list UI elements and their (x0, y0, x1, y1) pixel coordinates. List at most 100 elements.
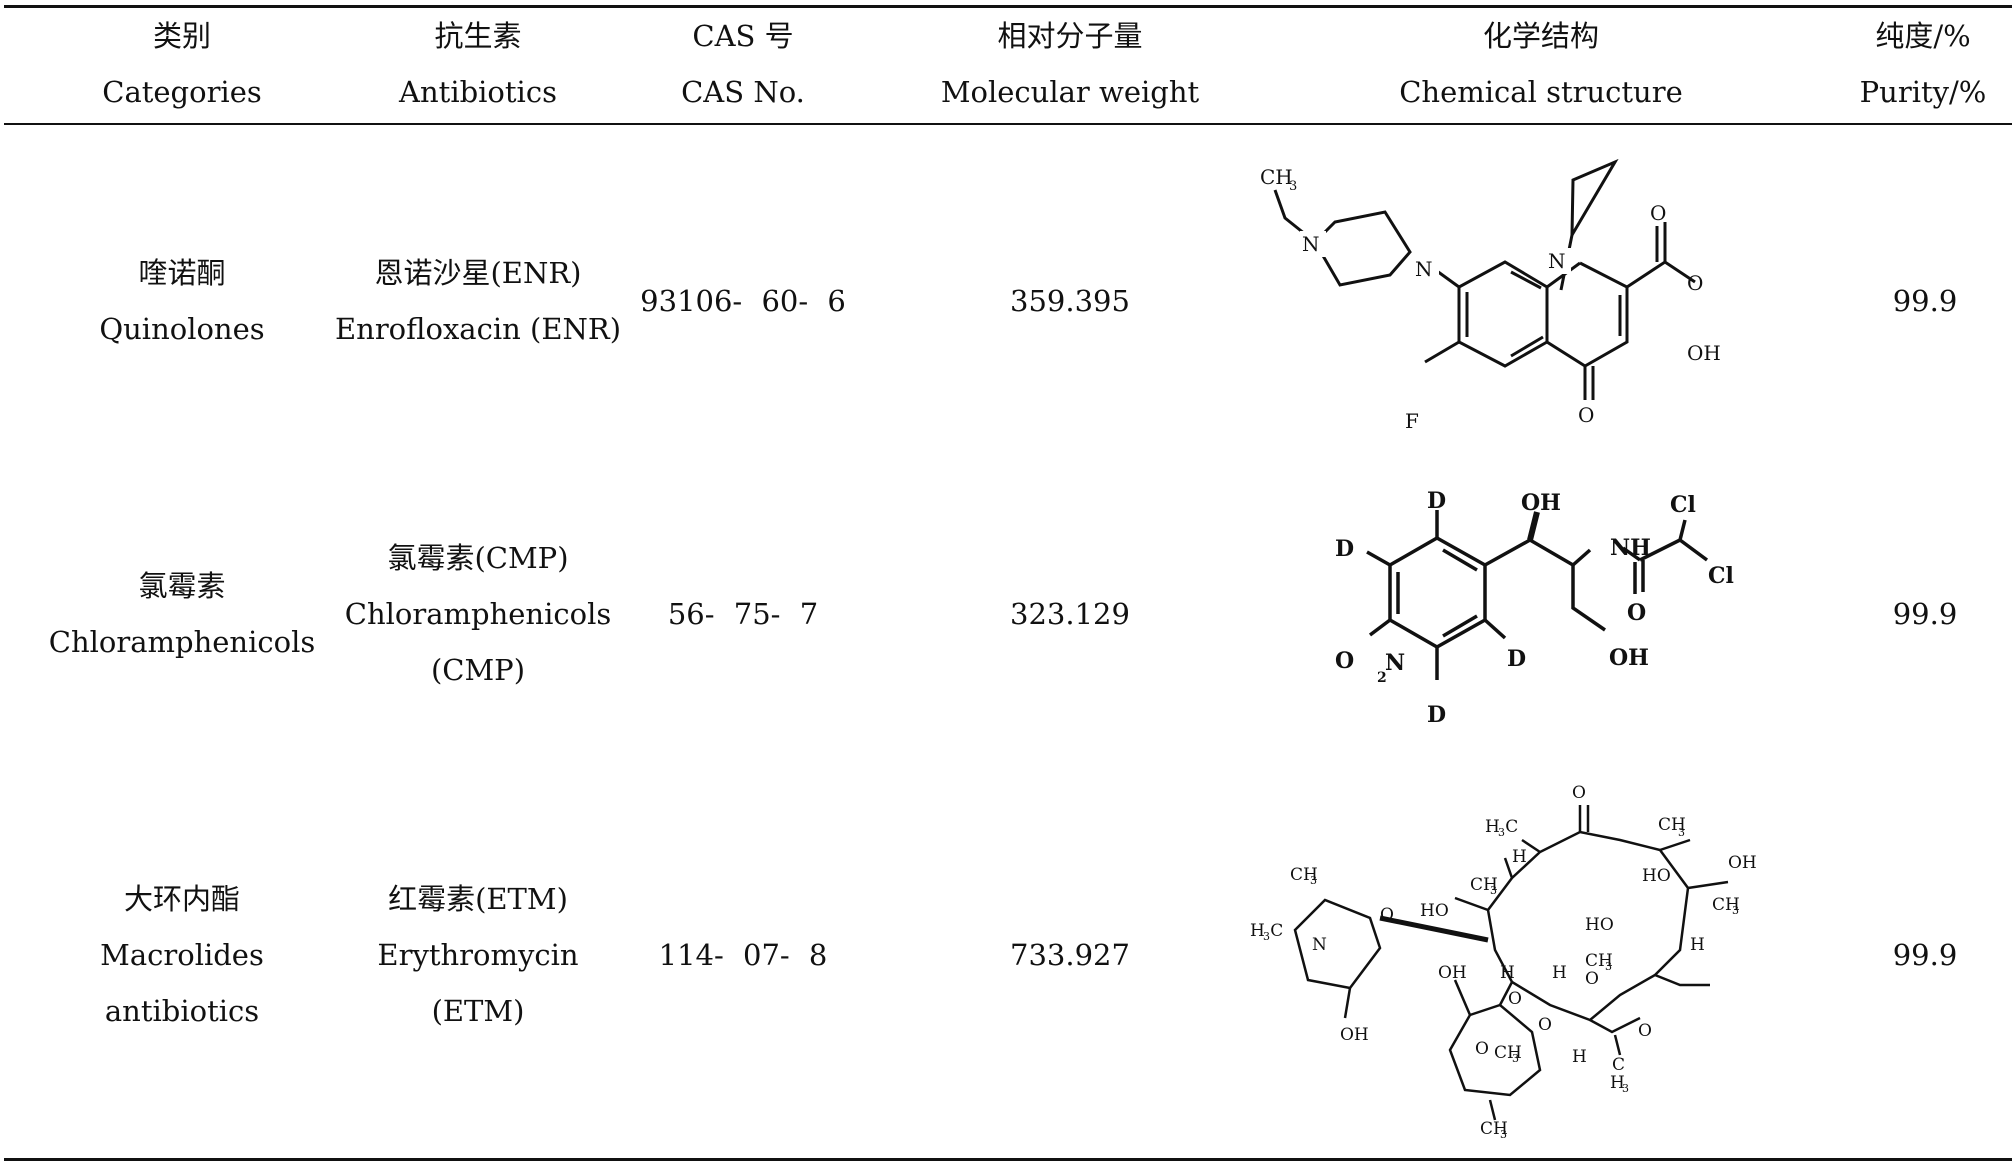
cladinose-substituent-bonds (1453, 979, 1497, 1121)
enrofloxacin-structure: N N N CH 3 F O OH O O (1260, 158, 1721, 433)
atom-o-desosamine: O (1380, 905, 1394, 925)
table-header-rule (4, 123, 2012, 125)
atom-h3-bottom: H (1610, 1073, 1625, 1093)
header-molecular-weight: 相对分子量 Molecular weight (941, 8, 1199, 120)
atom-o-amide: O (1627, 600, 1646, 626)
row3-antibiotic-cn: 红霉素(ETM) (388, 882, 568, 916)
header-cas-cn: CAS 号 (692, 19, 794, 53)
row1-antibiotic: 恩诺沙星(ENR) Enrofloxacin (ENR) (335, 245, 621, 357)
macrolactone-ring (1486, 830, 1690, 1022)
row3-category-cn: 大环内酯 (123, 882, 240, 916)
atom-o-lactone-carbonyl: O (1638, 1021, 1652, 1041)
table-bottom-rule (4, 1158, 2012, 1161)
atom-nitro-subscript: 2 (1377, 670, 1387, 686)
atom-n-piperazine-4: N (1415, 257, 1433, 281)
oh-wedge-bond (1527, 511, 1540, 541)
header-struct-cn: 化学结构 (1482, 19, 1600, 53)
amide-bonds (1621, 546, 1645, 594)
row3-antibiotic-en: Erythromycin (377, 938, 579, 972)
atom-h-bottom: H (1572, 1047, 1587, 1067)
nitro-bond (1368, 618, 1392, 637)
header-antibiotics-cn: 抗生素 (434, 19, 522, 53)
atom-oh-top: OH (1521, 490, 1561, 516)
header-mw-en: Molecular weight (940, 75, 1200, 109)
desosamine-ring (1293, 898, 1382, 990)
atom-d-right: D (1507, 646, 1526, 672)
header-antibiotics-en: Antibiotics (399, 75, 557, 109)
atom-d-bottom: D (1427, 702, 1446, 728)
atom-h-lower: H (1500, 963, 1515, 983)
atom-ch3-cladinose: CH (1480, 1119, 1508, 1139)
row3-category-en: Macrolides (100, 938, 264, 972)
atom-ch3-subscript: 3 (1289, 179, 1297, 194)
atom-o-lactone: O (1585, 969, 1599, 989)
row2-category-cn: 氯霉素 (138, 569, 226, 603)
benzene-double-bonds (1465, 270, 1544, 358)
atom-ch3-inner-sub: 3 (1605, 960, 1612, 973)
atom-oh-cladinose: OH (1438, 963, 1467, 983)
header-categories: 类别 Categories (102, 8, 262, 120)
row3-category: 大环内酯 Macrolides antibiotics (100, 871, 264, 1039)
atom-ch3-right: CH (1712, 895, 1740, 915)
atom-c-bottom: C (1612, 1055, 1625, 1075)
lactone-bonds (1589, 1016, 1641, 1056)
row1-category-cn: 喹诺酮 (138, 256, 226, 290)
atom-nitro-n: N (1385, 650, 1405, 676)
atom-o-carboxyl: O (1687, 271, 1703, 295)
header-categories-en: Categories (102, 75, 262, 109)
atom-h-inner: H (1552, 963, 1567, 983)
atom-o-glycosidic: O (1538, 1015, 1552, 1035)
glycosidic-bond-2 (1498, 981, 1514, 1006)
benzene-ring (1457, 260, 1548, 368)
carboxyl-bonds (1626, 222, 1696, 289)
row2-cas: 56- 75- 7 (667, 597, 819, 631)
atom-o-ketone: O (1578, 403, 1594, 427)
erythromycin-structure: O H C 3 CH 3 OH CH 3 H HO H CH 3 HO HO C… (1250, 783, 1757, 1140)
atom-cl-right: Cl (1708, 563, 1734, 589)
row3-molecular-weight: 733.927 (1010, 938, 1130, 972)
atom-oh: OH (1687, 341, 1721, 365)
atom-h3c-desosamine: H C (1250, 921, 1283, 941)
atom-ch3-left: CH (1470, 875, 1498, 895)
atom-ch3-desosamine-sub: 3 (1310, 874, 1317, 887)
row3-purity: 99.9 (1892, 938, 1958, 972)
atom-nh: NH (1610, 535, 1651, 561)
atom-ch3-inner: CH (1585, 951, 1613, 971)
header-mw-cn: 相对分子量 (997, 19, 1143, 53)
atom-ch3-cladinose-sub: 3 (1500, 1128, 1507, 1140)
benzene-double-bonds (1396, 548, 1478, 638)
pyridone-ring (1545, 261, 1629, 368)
glycosidic-bond-1 (1379, 915, 1489, 943)
header-categories-cn: 类别 (152, 19, 211, 53)
atom-ch3-methoxy-sub: 3 (1512, 1052, 1519, 1065)
row1-antibiotic-en: Enrofloxacin (ENR) (334, 312, 622, 346)
row2-category-en: Chloramphenicols (48, 625, 316, 659)
row2-molecular-weight: 323.129 (1010, 597, 1130, 631)
row1-category-en: Quinolones (99, 312, 265, 346)
row3-antibiotic: 红霉素(ETM) Erythromycin (ETM) (377, 871, 578, 1039)
atom-o-carbonyl: O (1650, 201, 1666, 225)
atom-h-top: H (1512, 847, 1527, 867)
header-struct-en: Chemical structure (1399, 75, 1683, 109)
dichloro-bonds (1639, 519, 1709, 562)
atom-n-piperazine-1: N (1302, 232, 1320, 256)
desosamine-oh-bond (1343, 987, 1352, 1019)
row1-molecular-weight: 359.395 (1010, 284, 1130, 318)
atom-h3c-label: H C (1485, 817, 1518, 837)
atom-ho-left: HO (1420, 901, 1449, 921)
row3-antibiotic-abbr: (ETM) (431, 994, 525, 1028)
fluoro-bond (1424, 340, 1460, 364)
row3-category-en2: antibiotics (104, 994, 260, 1028)
atom-oh-desosamine: OH (1340, 1025, 1369, 1045)
header-cas: CAS 号 CAS No. (681, 8, 805, 120)
atom-h-right: H (1690, 935, 1705, 955)
atom-cl-top: Cl (1670, 492, 1696, 518)
atom-h3c-subscript: 3 (1498, 826, 1505, 839)
atom-ho-inner: HO (1585, 915, 1614, 935)
header-antibiotics: 抗生素 Antibiotics (399, 8, 557, 120)
atom-oh-right: OH (1728, 853, 1757, 873)
cyclopropyl-ring (1570, 158, 1619, 241)
atom-ch3-left-sub: 3 (1490, 884, 1497, 897)
row2-antibiotic-cn: 氯霉素(CMP) (387, 541, 569, 575)
ethyl-bonds (1654, 973, 1710, 987)
